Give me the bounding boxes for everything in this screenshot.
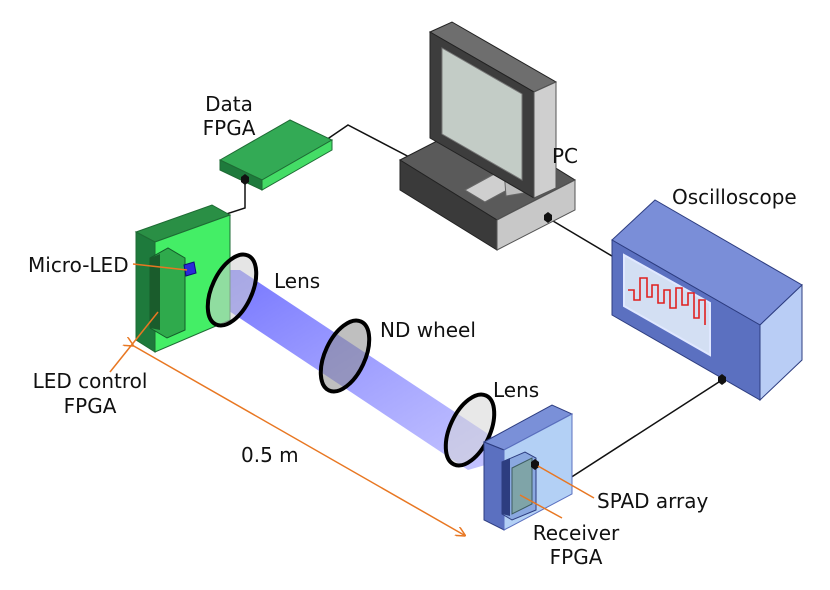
label-micro-led: Micro-LED: [28, 253, 129, 277]
scope-waveform: [628, 277, 706, 325]
pc-screen: [441, 47, 523, 181]
micro-led-chip: [183, 261, 197, 277]
label-spad-array: SPAD array: [597, 489, 709, 513]
cable-pc-to-oscilloscope: [547, 217, 623, 263]
connector-icon: [544, 212, 552, 223]
cable-data-fpga-to-pc: [325, 124, 416, 161]
labels: Data FPGA PC Oscilloscope Micro-LED Lens…: [28, 92, 797, 569]
label-pc: PC: [552, 144, 578, 168]
label-led-control-line1: LED control: [33, 369, 148, 393]
label-led-control-line2: FPGA: [64, 394, 117, 418]
connector-icon: [718, 374, 726, 385]
leader-receiver: [519, 494, 563, 519]
label-data-fpga-line2: FPGA: [203, 116, 256, 140]
connector-icon: [241, 174, 249, 185]
label-receiver-line1: Receiver: [533, 521, 620, 545]
scope-screen: [623, 253, 711, 357]
leader-spad-array: [537, 465, 595, 499]
connector-icon: [531, 459, 539, 470]
label-oscilloscope: Oscilloscope: [672, 185, 797, 209]
oscilloscope: [611, 199, 803, 402]
data-fpga-board: [218, 119, 334, 191]
label-lens-2: Lens: [493, 378, 539, 402]
spad-array-chip: [511, 457, 533, 515]
label-receiver-line2: FPGA: [550, 545, 603, 569]
receiver-fpga-board: [482, 404, 574, 531]
pc-computer: [398, 21, 577, 251]
orange-leaders: [109, 263, 595, 535]
label-distance: 0.5 m: [241, 443, 299, 467]
distance-arrow: [132, 345, 464, 535]
label-lens-1: Lens: [274, 269, 320, 293]
label-nd-wheel: ND wheel: [380, 318, 476, 342]
label-data-fpga-line1: Data: [205, 92, 253, 116]
lens-1: [205, 252, 259, 328]
leader-micro-led: [132, 263, 188, 271]
